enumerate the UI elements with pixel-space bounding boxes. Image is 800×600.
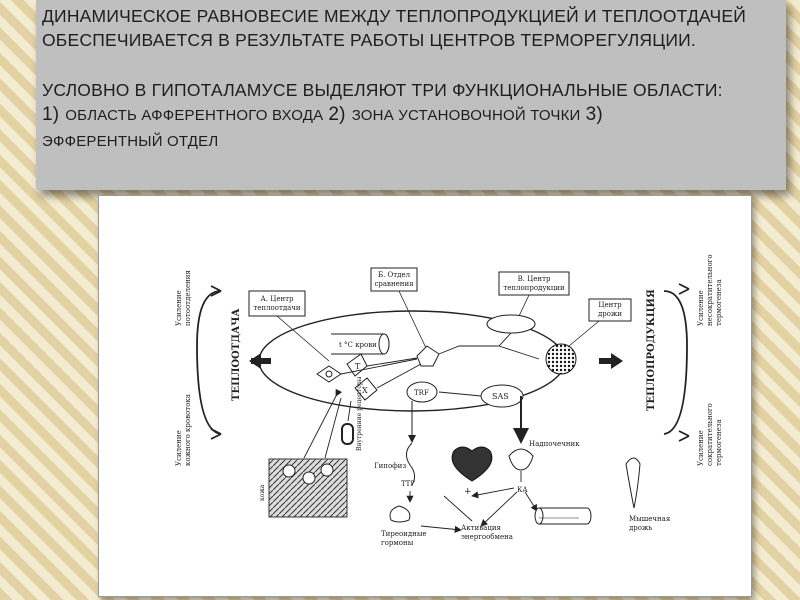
blood-temperature-label: t °C крови	[339, 341, 377, 349]
shivering-center-blob	[545, 343, 577, 375]
right-top-label-1: Усиление	[697, 290, 705, 326]
activation-label-1: Активация	[461, 524, 501, 532]
left-bracket	[196, 290, 222, 435]
left-bottom-label-1: Усиление	[175, 430, 183, 466]
svg-text:сравнения: сравнения	[374, 280, 414, 288]
adrenal-label: Надпочечник	[529, 440, 580, 448]
right-bottom-label-1: Усиление	[697, 430, 705, 466]
svg-text:TRF: TRF	[414, 389, 429, 397]
muscle-illustration	[625, 457, 641, 509]
adrenal	[508, 448, 534, 471]
header-paragraph-1: ДИНАМИЧЕСКОЕ РАВНОВЕСИЕ МЕЖДУ ТЕПЛОПРОДУ…	[42, 6, 747, 50]
title-box: ДИНАМИЧЕСКОЕ РАВНОВЕСИЕ МЕЖДУ ТЕПЛОПРОДУ…	[36, 0, 786, 190]
item-3-num: 3)	[585, 104, 603, 125]
heart-illustration	[451, 446, 493, 482]
right-bracket	[663, 290, 688, 435]
thyroid-hormones-label-2: гормоны	[381, 539, 414, 547]
internal-receptors-label: Внутренние рецепторы	[356, 376, 363, 451]
pituitary	[406, 442, 416, 486]
header-paragraph-2: УСЛОВНО В ГИПОТАЛАМУСЕ ВЫДЕЛЯЮТ ТРИ ФУНК…	[42, 78, 780, 154]
svg-text:теплопродукции: теплопродукции	[503, 284, 565, 292]
item-1-num: 1)	[42, 104, 60, 125]
svg-text:В. Центр: В. Центр	[518, 275, 551, 283]
muscle-shiver-label-2: дрожь	[629, 524, 652, 532]
tsh-label: ТТГ	[401, 480, 415, 488]
internal-receptor	[341, 423, 354, 445]
right-bottom-label-2: сократительного	[706, 403, 714, 466]
svg-text:теплоотдачи: теплоотдачи	[253, 304, 301, 312]
item-3-text: ЭФФЕРЕНТНЫЙ ОТДЕЛ	[42, 133, 219, 150]
thermoregulation-diagram: ТЕПЛООТДАЧА ТЕПЛОПРОДУКЦИЯ Усиление пото…	[98, 195, 752, 597]
item-2-text: ЗОНА УСТАНОВОЧНОЙ ТОЧКИ	[351, 107, 581, 124]
item-1-text: ОБЛАСТЬ АФФЕРЕНТНОГО ВХОДА	[65, 107, 324, 124]
activation-label-2: энергообмена	[461, 533, 513, 541]
svg-text:Центр: Центр	[598, 301, 622, 309]
svg-text:А. Центр: А. Центр	[260, 295, 294, 303]
box-comparison	[370, 267, 418, 292]
right-top-label-3: термогенеза	[715, 279, 723, 326]
left-vertical-label: ТЕПЛООТДАЧА	[231, 308, 242, 401]
box-heat-production-center	[498, 271, 570, 296]
svg-text:дрожи: дрожи	[598, 310, 622, 318]
svg-text:+: +	[464, 487, 472, 497]
skin-illustration	[268, 458, 348, 518]
pituitary-label: Гипофиз	[374, 462, 406, 470]
item-2-num: 2)	[328, 104, 346, 125]
right-vertical-label: ТЕПЛОПРОДУКЦИЯ	[646, 289, 657, 411]
left-top-label-2: потоотделения	[184, 270, 192, 326]
svg-text:T: T	[355, 362, 361, 371]
left-bottom-label-2: кожного кровотока	[184, 394, 192, 466]
thyroid	[389, 505, 411, 523]
thyroid-hormones-label-1: Тиреоидные	[381, 530, 427, 538]
right-bottom-label-3: термогенеза	[715, 419, 723, 466]
trf-node	[406, 381, 438, 403]
header-paragraph-2-text: УСЛОВНО В ГИПОТАЛАМУСЕ ВЫДЕЛЯЮТ ТРИ ФУНК…	[42, 80, 723, 100]
skin-label: кожа	[259, 484, 266, 501]
svg-text:X: X	[362, 386, 368, 395]
catecholamines-label: КА	[517, 486, 528, 494]
box-heat-loss-center	[248, 290, 306, 317]
box-shivering-center	[588, 298, 632, 322]
diagram-svg: ТЕПЛООТДАЧА ТЕПЛОПРОДУКЦИЯ Усиление пото…	[175, 254, 723, 547]
muscle-shiver-label-1: Мышечная	[629, 515, 671, 523]
neuron-comparison	[416, 345, 440, 367]
svg-text:Б. Отдел: Б. Отдел	[378, 271, 411, 279]
left-top-label-1: Усиление	[175, 290, 183, 326]
right-top-label-2: несократительного	[706, 254, 714, 326]
svg-text:SAS: SAS	[492, 392, 509, 401]
